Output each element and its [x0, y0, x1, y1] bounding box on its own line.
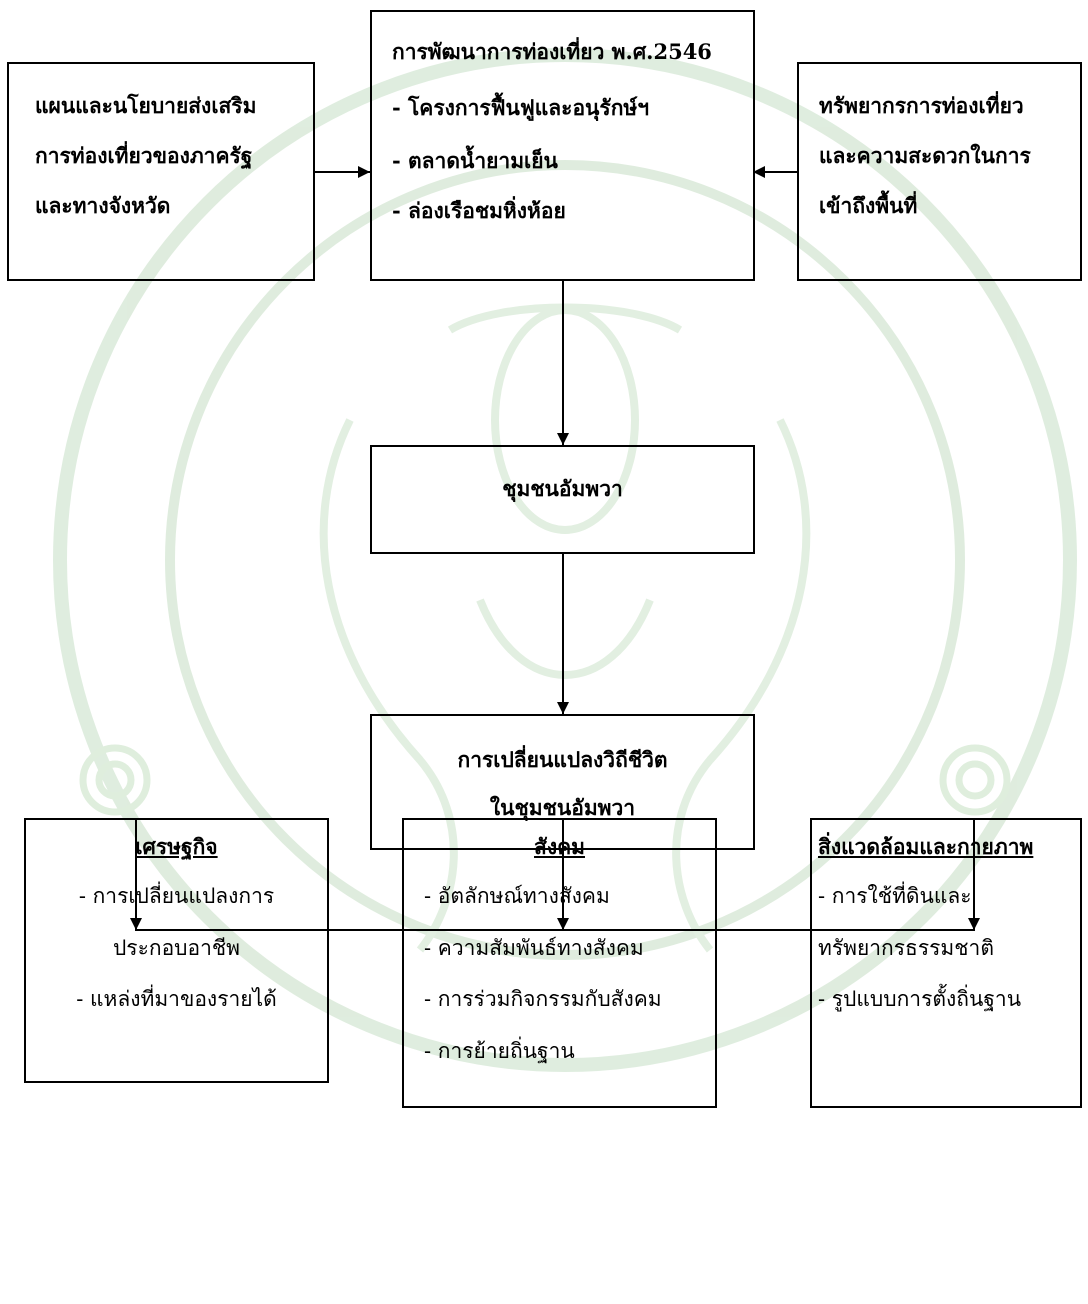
society-line-1: - อัตลักษณ์ทางสังคม	[424, 884, 610, 908]
resources-line-1: ทรัพยากรการท่องเที่ยว	[819, 93, 1024, 118]
economy-line-2: ประกอบอาชีพ	[112, 936, 241, 960]
society-line-2: - ความสัมพันธ์ทางสังคม	[424, 936, 644, 960]
development-line-1: การพัฒนาการท่องเที่ยว พ.ศ.2546	[392, 39, 712, 64]
policy-box: แผนและนโยบายส่งเสริม การท่องเที่ยวของภาค…	[7, 62, 315, 281]
environment-line-3: - รูปแบบการตั้งถิ่นฐาน	[818, 987, 1022, 1011]
society-line-4: - การย้ายถิ่นฐาน	[424, 1039, 575, 1063]
economy-line-1: - การเปลี่ยนแปลงการ	[78, 884, 275, 908]
economy-title: เศรษฐกิจ	[135, 834, 218, 859]
economy-box: เศรษฐกิจ - การเปลี่ยนแปลงการ ประกอบอาชีพ…	[24, 818, 329, 1083]
society-line-3: - การร่วมกิจกรรมกับสังคม	[424, 987, 662, 1011]
change-box: การเปลี่ยนแปลงวิถีชีวิต ในชุมชนอัมพวา	[370, 714, 755, 850]
policy-line-2: การท่องเที่ยวของภาครัฐ	[35, 143, 253, 168]
environment-line-2: ทรัพยากรธรรมชาติ	[818, 936, 994, 960]
development-line-4: - ล่องเรือชมหิ่งห้อย	[392, 198, 566, 223]
policy-line-3: และทางจังหวัด	[35, 193, 171, 218]
resources-line-2: และความสะดวกในการ	[819, 143, 1031, 168]
society-box: สังคม - อัตลักษณ์ทางสังคม - ความสัมพันธ์…	[402, 818, 717, 1108]
community-box: ชุมชนอัมพวา	[370, 445, 755, 554]
change-line-2: ในชุมชนอัมพวา	[489, 795, 636, 820]
resources-line-3: เข้าถึงพื้นที่	[819, 193, 918, 218]
environment-line-1: - การใช้ที่ดินและ	[818, 884, 972, 908]
development-line-3: - ตลาดน้ำยามเย็น	[392, 148, 558, 173]
change-line-1: การเปลี่ยนแปลงวิถีชีวิต	[457, 747, 668, 772]
environment-title: สิ่งแวดล้อมและกายภาพ	[818, 834, 1034, 859]
society-title: สังคม	[534, 834, 585, 859]
economy-line-3: - แหล่งที่มาของรายได้	[76, 987, 277, 1011]
community-title: ชุมชนอัมพวา	[502, 476, 623, 501]
environment-box: สิ่งแวดล้อมและกายภาพ - การใช้ที่ดินและ ท…	[810, 818, 1082, 1108]
resources-box: ทรัพยากรการท่องเที่ยว และความสะดวกในการ …	[797, 62, 1082, 281]
policy-line-1: แผนและนโยบายส่งเสริม	[35, 93, 257, 118]
development-box: การพัฒนาการท่องเที่ยว พ.ศ.2546 - โครงการ…	[370, 10, 755, 281]
development-line-2: - โครงการฟื้นฟูและอนุรักษ์ฯ	[392, 95, 650, 120]
